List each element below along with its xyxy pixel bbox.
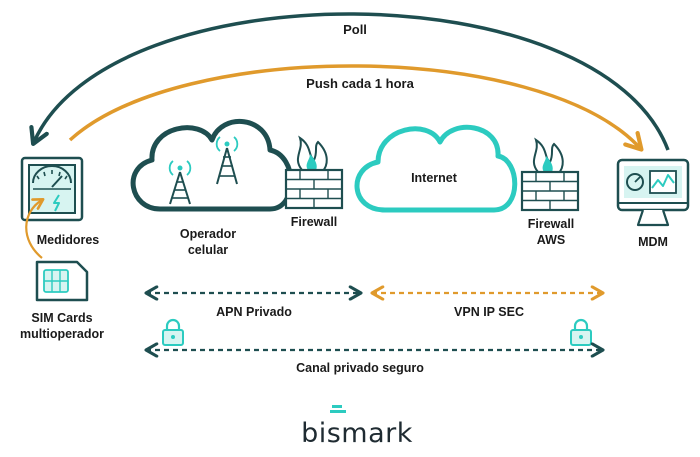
firewall-aws-label-line1: Firewall [528,217,575,231]
mdm-label: MDM [638,235,668,249]
vpn-label: VPN IP SEC [454,305,524,319]
operator-cloud-icon [130,118,294,212]
meters-label: Medidores [37,233,100,247]
cell-tower-icon [168,160,192,205]
bismark-logo-text: bismark [301,418,413,449]
cell-tower-icon [215,136,239,185]
push-arc [68,64,644,152]
monitor-icon [616,158,690,227]
firewall-aws-label-line2: AWS [537,233,565,247]
lock-icon [570,318,592,346]
bismark-logo: bismark [301,405,413,449]
sim-to-meter-arrow [25,197,45,259]
poll-label: Poll [343,22,367,37]
operator-label-line1: Operador [180,227,236,241]
sim-label-line1: SIM Cards [31,311,92,325]
lock-icon [162,318,184,346]
internet-label: Internet [411,171,458,185]
operator-label-line2: celular [188,243,228,257]
apn-label: APN Privado [216,305,292,319]
secure-channel-label: Canal privado seguro [296,361,424,375]
firewall-label: Firewall [291,215,338,229]
push-label: Push cada 1 hora [306,76,414,91]
firewall-aws-icon [520,137,580,212]
internet-cloud-icon [354,124,518,213]
sim-label-line2: multioperador [20,327,104,341]
poll-arc [29,12,670,151]
sim-card-icon [35,260,89,302]
firewall-icon [284,135,344,210]
